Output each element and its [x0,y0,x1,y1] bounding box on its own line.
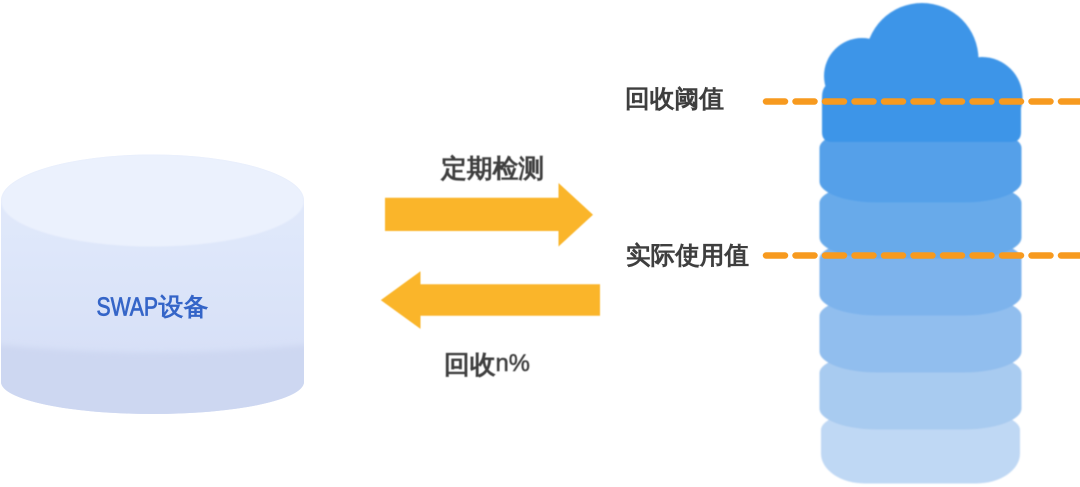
svg-text:n%: n% [496,350,530,377]
svg-text:SWAP: SWAP [97,294,159,322]
